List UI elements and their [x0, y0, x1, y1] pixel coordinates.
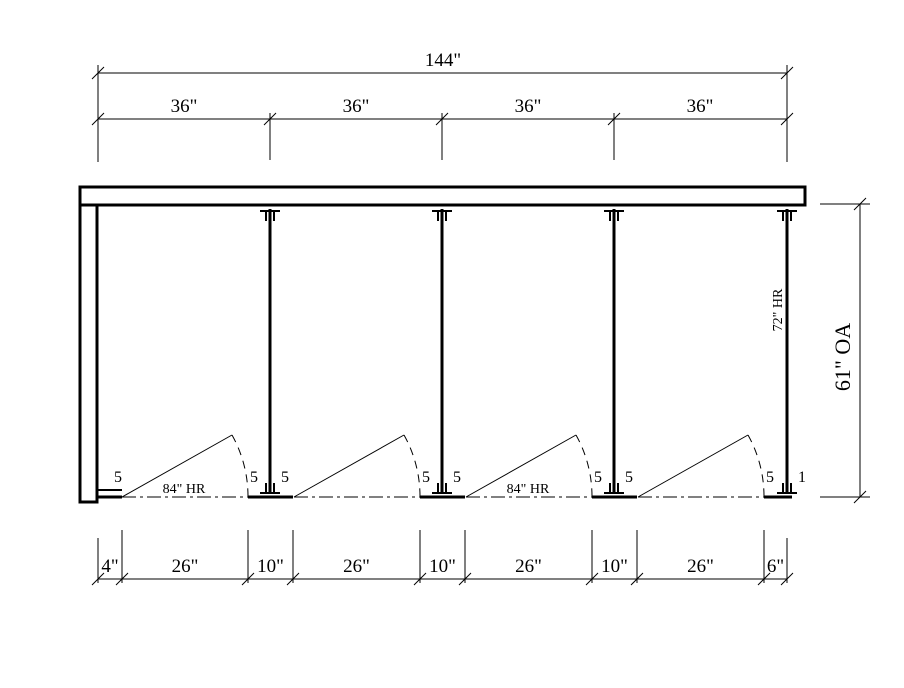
- stall-width-label: 36": [171, 96, 198, 117]
- dimension-tick: [630, 572, 644, 586]
- panel-hardware-label: 72" HR: [771, 288, 786, 331]
- door-swing-leaf: [637, 434, 749, 498]
- dimension-tick: [241, 572, 255, 586]
- clearance-label: 5: [594, 469, 602, 486]
- clearance-label: 5: [114, 469, 122, 486]
- bottom-dimension-label: 26": [343, 556, 370, 577]
- dimension-tick: [853, 490, 867, 504]
- clearance-label: 5: [281, 469, 289, 486]
- dimension-tick: [853, 197, 867, 211]
- dimension-tick: [91, 572, 105, 586]
- clearance-label: 5: [625, 469, 633, 486]
- stall-width-label: 36": [515, 96, 542, 117]
- door-swing-arc: [403, 434, 421, 498]
- bottom-dimension-label: 10": [601, 556, 628, 577]
- clearance-label: 5: [766, 469, 774, 486]
- stall-width-label: 36": [343, 96, 370, 117]
- bottom-dimension-label: 26": [687, 556, 714, 577]
- bottom-dimension-label: 26": [172, 556, 199, 577]
- dimension-tick: [780, 112, 794, 126]
- bottom-dimension-label: 26": [515, 556, 542, 577]
- stall-width-label: 36": [687, 96, 714, 117]
- dimension-tick: [286, 572, 300, 586]
- dimension-tick: [458, 572, 472, 586]
- clearance-label: 5: [422, 469, 430, 486]
- clearance-label: 1: [798, 469, 806, 486]
- depth-label: 61" OA: [830, 323, 855, 391]
- bottom-dimension-label: 10": [257, 556, 284, 577]
- clearance-label: 5: [250, 469, 258, 486]
- door-swing-leaf: [293, 434, 405, 498]
- dimension-tick: [757, 572, 771, 586]
- dimension-tick: [780, 572, 794, 586]
- door-swing-arc: [747, 434, 765, 498]
- bottom-dimension-label: 10": [429, 556, 456, 577]
- door-hardware-label: 84" HR: [507, 482, 550, 497]
- bottom-dimension-label: 6": [767, 556, 784, 577]
- door-swing-leaf: [121, 434, 233, 498]
- bottom-dimension-label: 4": [101, 556, 118, 577]
- back-wall: [78, 185, 807, 207]
- clearance-label: 5: [453, 469, 461, 486]
- dimension-tick: [413, 572, 427, 586]
- side-wall: [78, 203, 99, 504]
- door-swing-arc: [231, 434, 249, 498]
- door-swing-arc: [575, 434, 593, 498]
- door-swing-leaf: [465, 434, 577, 498]
- dimension-tick: [585, 572, 599, 586]
- overall-width-label: 144": [425, 50, 461, 71]
- dimension-tick: [115, 572, 129, 586]
- dimension-tick: [91, 112, 105, 126]
- door-hardware-label: 84" HR: [163, 482, 206, 497]
